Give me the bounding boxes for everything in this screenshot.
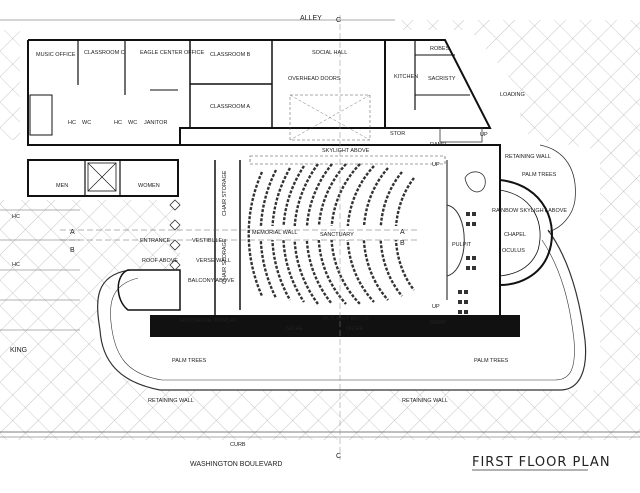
- label-chair-storage-2: CHAIR STORAGE: [222, 238, 228, 284]
- label-men: MEN: [56, 183, 68, 189]
- label-palm-trees-east: PALM TREES: [522, 172, 557, 178]
- section-marker-a-right: A: [400, 229, 405, 236]
- label-hc-1: HC: [68, 120, 76, 126]
- retaining-wall-outline: [97, 229, 587, 391]
- section-marker-b-right: B: [400, 240, 405, 247]
- label-janitor: JANITOR: [144, 120, 167, 126]
- label-loading: LOADING: [500, 92, 525, 98]
- label-chapel: CHAPEL: [504, 232, 526, 238]
- label-classroom-c: CLASSROOM C: [84, 50, 125, 56]
- label-women: WOMEN: [138, 183, 160, 189]
- label-balcony-above: BALCONY ABOVE: [188, 278, 235, 284]
- label-eagle-center-office: EAGLE CENTER OFFICE: [140, 50, 205, 56]
- label-classroom-b: CLASSROOM B: [210, 52, 251, 58]
- label-chair-storage-1: CHAIR STORAGE: [222, 170, 228, 216]
- label-skylight-top: SKYLIGHT ABOVE: [322, 148, 370, 154]
- label-music-office: MUSIC OFFICE: [36, 52, 76, 58]
- label-kitchen: KITCHEN: [394, 74, 418, 80]
- label-wc-2: WC: [128, 120, 137, 126]
- section-marker-c-top: C: [336, 17, 341, 24]
- label-hc-left-1: HC: [12, 214, 20, 220]
- label-rainbow-skylight: RAINBOW SKYLIGHT ABOVE: [492, 208, 567, 214]
- label-ramp-1: RAMP: [430, 142, 446, 148]
- street-west: KING: [10, 347, 27, 354]
- label-up-1: UP: [432, 162, 440, 168]
- parking-stripes: [0, 209, 80, 331]
- label-retaining-wall-sw: RETAINING WALL: [148, 398, 194, 404]
- label-ramp-2: RAMP: [430, 320, 446, 326]
- label-memorial-wall: MEMORIAL WALL: [252, 230, 297, 236]
- label-stor: STOR: [390, 131, 405, 137]
- label-palm-trees-sw: PALM TREES: [172, 358, 207, 364]
- label-retaining-wall-east: RETAINING WALL: [505, 154, 551, 160]
- label-niche-2: NICHE: [346, 326, 363, 332]
- label-up-3: UP: [480, 132, 488, 138]
- section-marker-b-left: B: [70, 247, 75, 254]
- label-social-hall: SOCIAL HALL: [312, 50, 347, 56]
- label-vestibule: VESTIBULE: [192, 238, 223, 244]
- label-skylight-bottom: SKYLIGHT ABOVE: [322, 316, 370, 322]
- label-pulpit: PULPIT: [452, 242, 472, 248]
- entrance-columns: [169, 199, 181, 271]
- building-walls: [27, 39, 553, 326]
- label-curb: CURB: [230, 442, 246, 448]
- skylight-outline: [249, 155, 446, 165]
- label-roof-above: ROOF ABOVE: [142, 258, 178, 264]
- south-wall-band: [150, 315, 520, 337]
- pulpit-platform: [446, 204, 465, 277]
- label-wc-1: WC: [82, 120, 91, 126]
- label-hc-2: HC: [114, 120, 122, 126]
- label-historical-display: HISTORICAL DISPLAY: [180, 318, 237, 324]
- street-north: ALLEY: [300, 15, 322, 22]
- label-overhead-doors: OVERHEAD DOORS: [288, 76, 341, 82]
- label-up-2: UP: [432, 304, 440, 310]
- label-classroom-a: CLASSROOM A: [210, 104, 250, 110]
- section-marker-c-bottom: C: [336, 453, 341, 460]
- label-palm-trees-se: PALM TREES: [474, 358, 509, 364]
- label-sacristy: SACRISTY: [428, 76, 456, 82]
- chapel-seating: [458, 212, 476, 314]
- plaza-feature: [464, 171, 486, 193]
- label-hc-left-2: HC: [12, 262, 20, 268]
- label-retaining-wall-se: RETAINING WALL: [402, 398, 448, 404]
- label-oculus: OCULUS: [502, 248, 525, 254]
- section-marker-a-left: A: [70, 229, 75, 236]
- plan-title: FIRST FLOOR PLAN: [472, 455, 611, 470]
- label-niche-1: NICHE: [286, 326, 303, 332]
- street-south: WASHINGTON BOULEVARD: [190, 461, 282, 468]
- label-verse-wall: VERSE WALL: [196, 258, 231, 264]
- label-robes: ROBES: [430, 46, 450, 52]
- label-sanctuary: SANCTUARY: [320, 232, 354, 238]
- label-entrance: ENTRANCE: [140, 238, 171, 244]
